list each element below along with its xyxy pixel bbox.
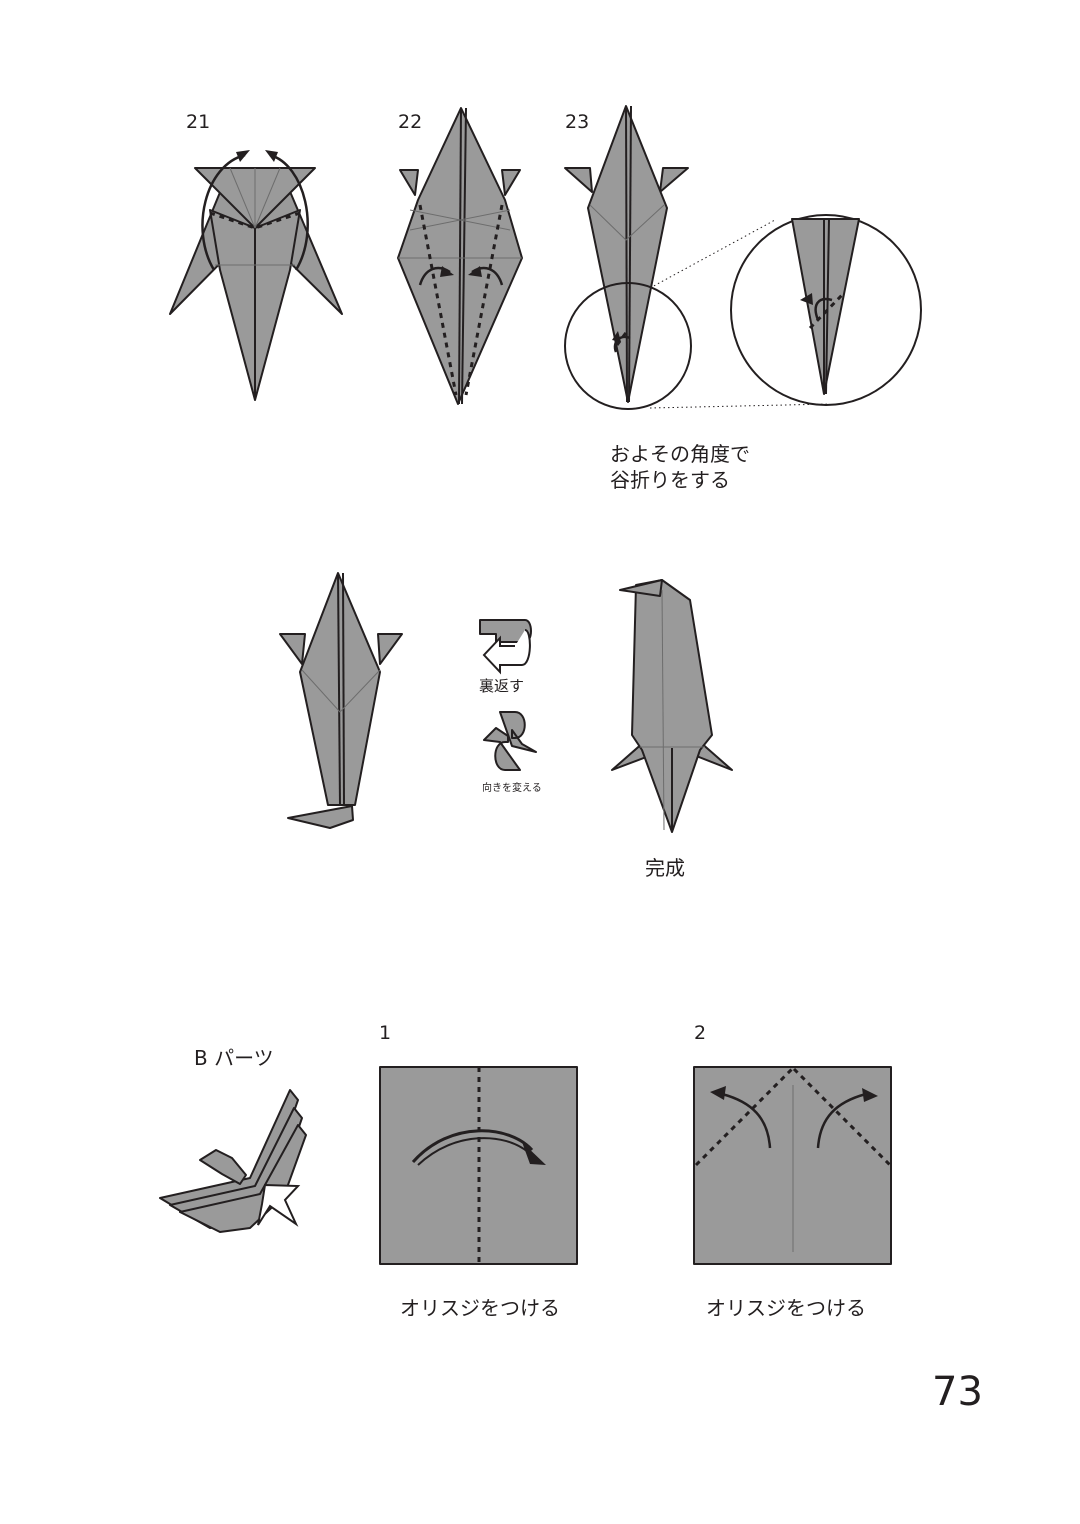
step-21-figure [169,150,343,401]
finished-label: 完成 [645,856,685,880]
step-21-fold-line-left [209,211,256,230]
step-23-detail-circle-small [564,282,692,410]
step-24-figure [279,572,403,829]
part-b-preview-figure [159,1089,307,1233]
step-22-fold-line-right [464,204,504,396]
step-22-figure [397,107,523,405]
part-b-step-1-square [379,1066,578,1265]
part-b-step-2-figure [693,1066,892,1265]
step-23-note-line-1: およその角度で [610,442,750,466]
part-b-step-2-number: 2 [694,1022,707,1044]
step-23-figure [564,105,922,410]
part-b-step-1-caption: オリスジをつける [400,1296,560,1320]
finished-body [631,579,713,833]
step-23-number: 23 [565,111,590,133]
step-22-number: 22 [398,111,423,133]
finished-figure [611,579,733,833]
part-b-step-2-fold-line-left [694,1067,794,1167]
turn-over-label: 裏返す [479,677,525,695]
finished-head [619,579,663,597]
step-22-fold-line-left [418,204,458,396]
page-number: 73 [932,1369,983,1415]
step-24-tail [287,805,354,829]
part-b-step-2-fold-line-right [792,1067,892,1167]
step-21-number: 21 [186,111,211,133]
part-b-title: B パーツ [194,1046,274,1070]
step-23-detail-body [791,218,860,395]
part-b-step-2-caption: オリスジをつける [706,1296,866,1320]
step-23-detail-circle-large [730,214,922,406]
step-21-fold-line-right [254,211,301,230]
step-23-note: およその角度で 谷折りをする [610,441,750,493]
step-21-arrow-right [269,153,309,271]
step-23-note-line-2: 谷折りをする [610,468,730,492]
step-21-arrow-left [201,153,246,271]
part-b-step-1-figure [379,1066,578,1265]
part-b-step-1-number: 1 [379,1022,392,1044]
rotate-label: 向きを変える [482,783,542,794]
turn-over-symbol [479,619,532,675]
rotate-symbol [483,711,537,771]
